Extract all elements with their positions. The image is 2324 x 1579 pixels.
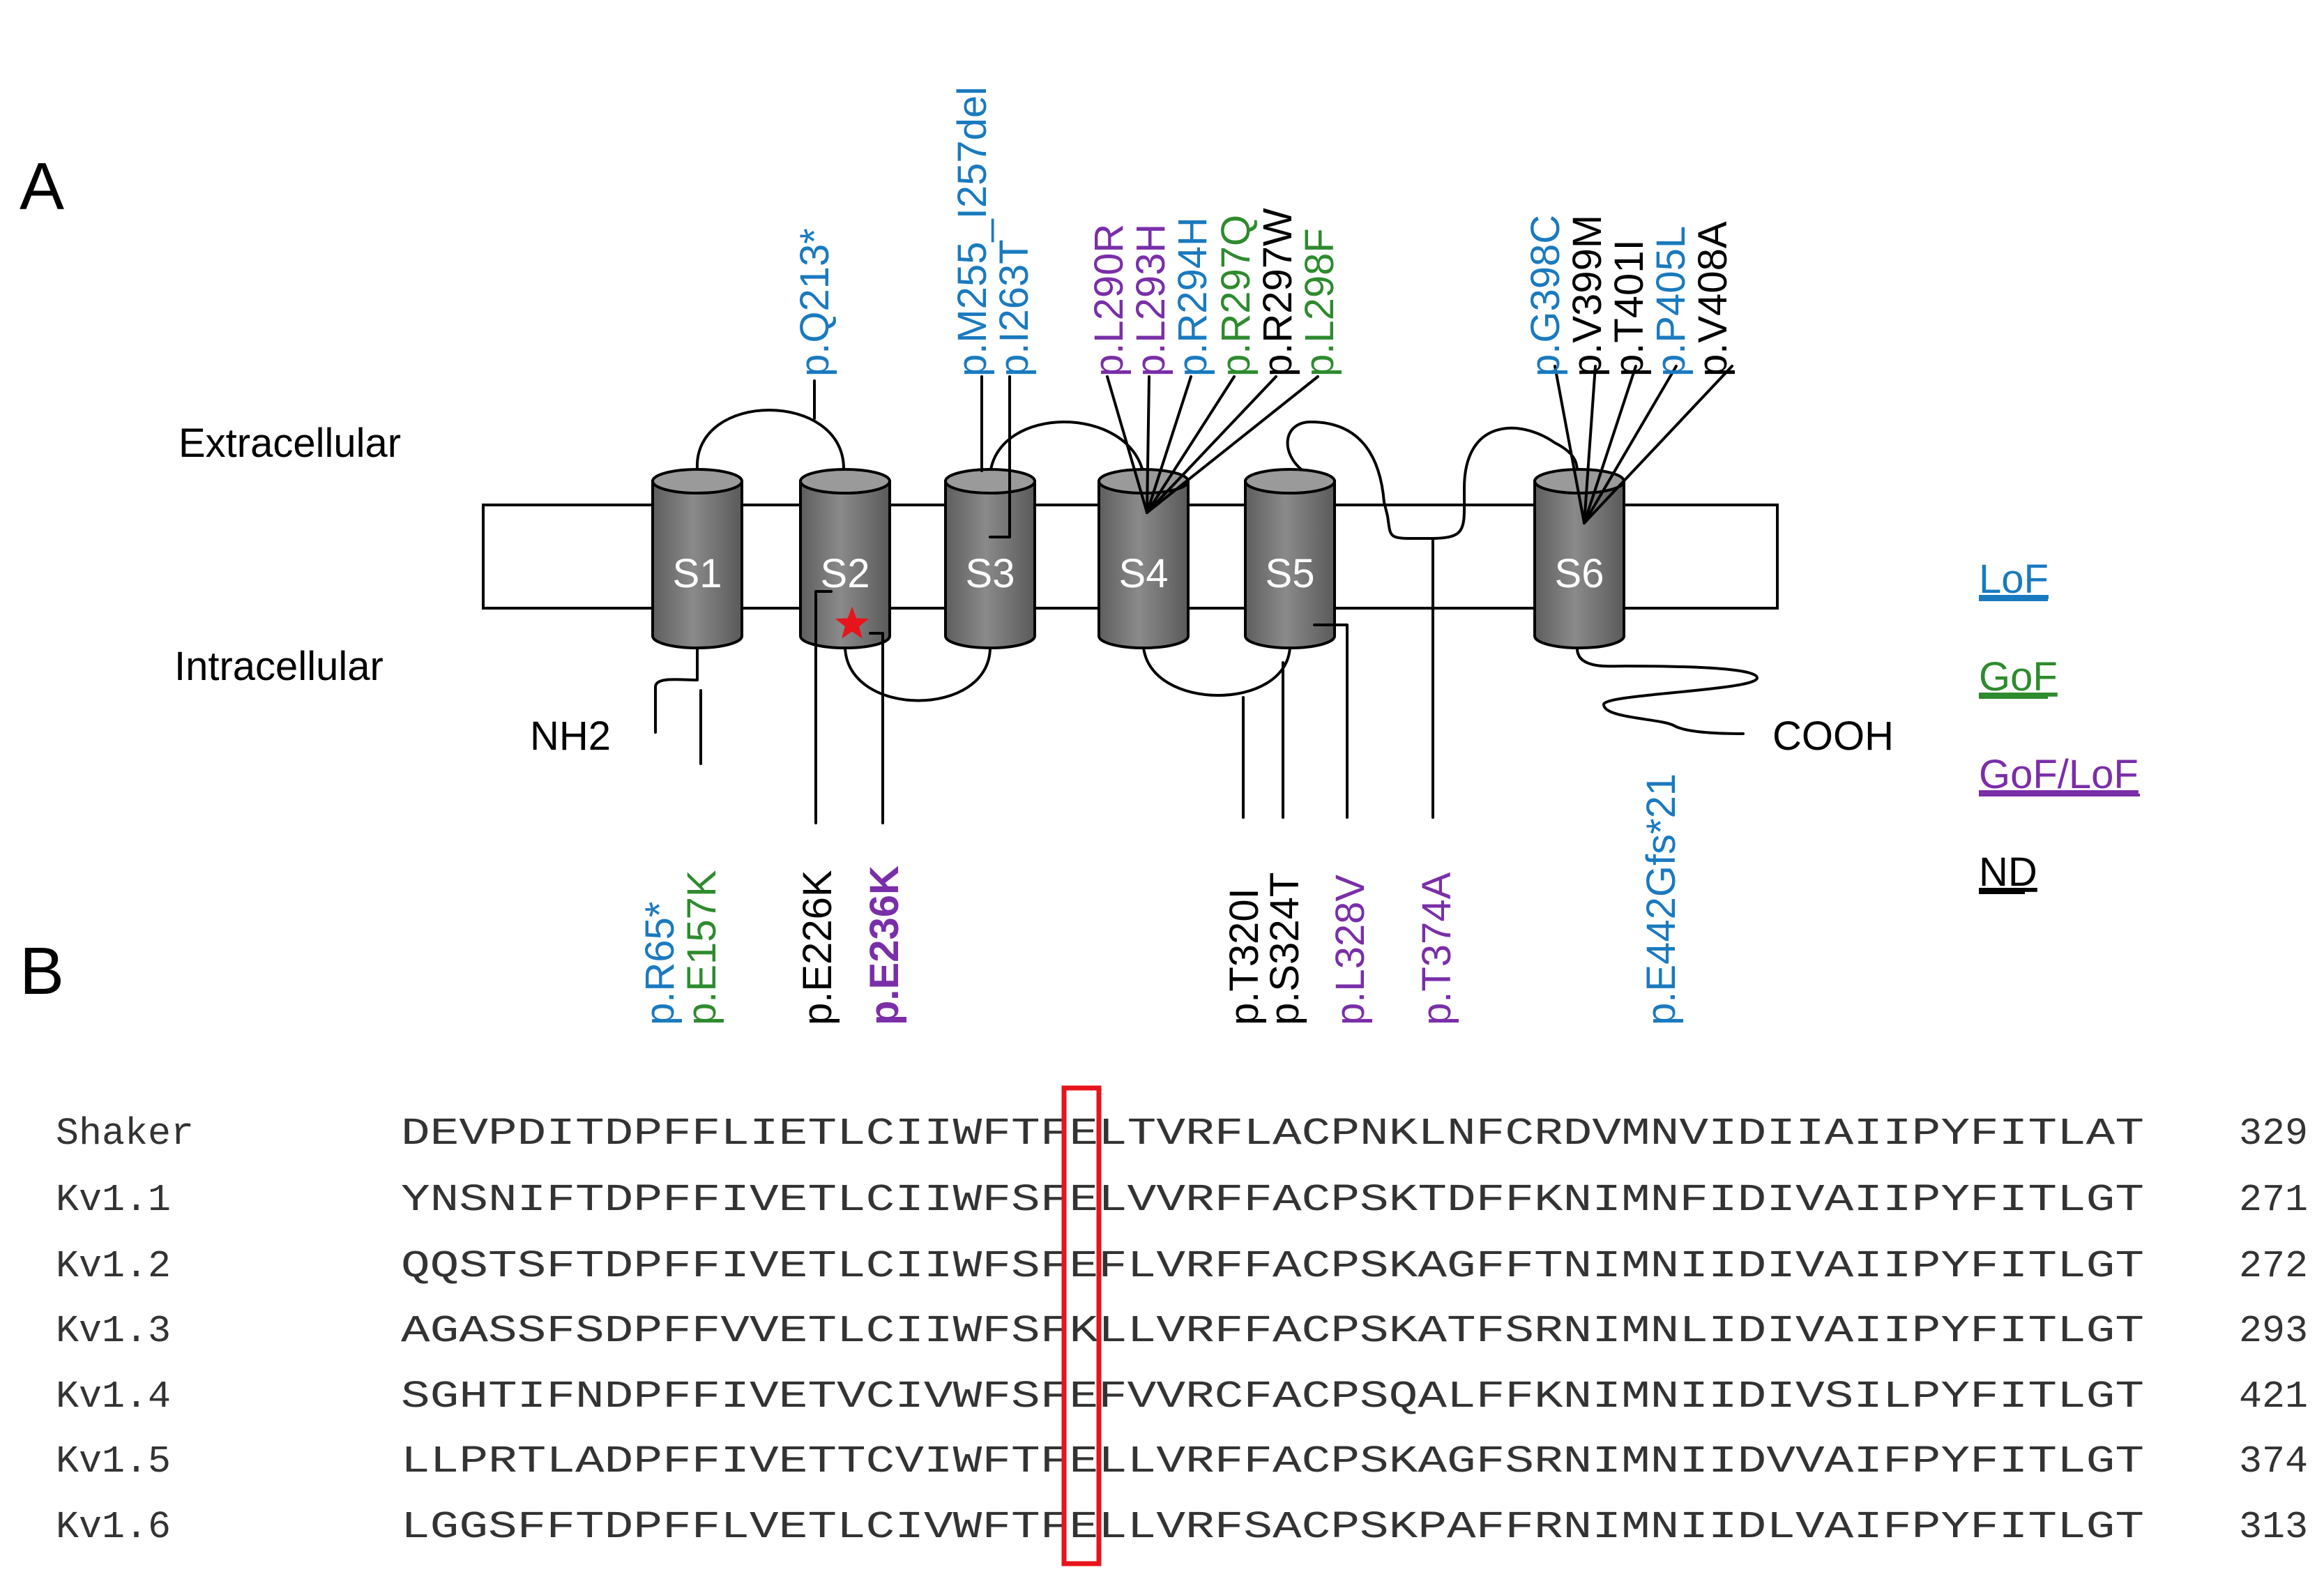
- sequence-name: Kv1.5: [56, 1440, 171, 1483]
- mutation-label: p.M255_I257del: [950, 86, 995, 377]
- nh2-label: NH2: [530, 713, 611, 759]
- sequence-position: 271: [2239, 1178, 2308, 1222]
- panel-a-label: A: [20, 149, 64, 224]
- connector-l328v: [1313, 624, 1349, 819]
- sequence-position: 313: [2239, 1505, 2308, 1549]
- mutation-label: p.E157K: [679, 870, 724, 1025]
- mutation-label: p.I263T: [992, 239, 1037, 377]
- legend-item-lof: LoF: [1979, 557, 2049, 602]
- sequence-name: Kv1.2: [56, 1244, 171, 1288]
- s2-s3-loop: [844, 646, 992, 702]
- mutation-label: p.R65*: [637, 902, 683, 1025]
- channel-topology-lines: [654, 409, 1759, 735]
- transmembrane-segments: S1 S2 S3 S4 S5 S6: [651, 468, 1625, 649]
- sequence-position: 272: [2239, 1244, 2308, 1288]
- sequence-alignment: Shaker DEVPDITDPFFLIETLCIIWFTFELTVRFLACPN…: [56, 1112, 2308, 1549]
- segment-label-s5: S5: [1266, 551, 1315, 596]
- segment-s5: S5: [1244, 468, 1336, 649]
- mutation-label: p.Q213*: [792, 228, 837, 377]
- bottom-mutation-labels: p.R65*p.E157K p.E226K p.E236K p.T320Ip.S324…: [637, 773, 1684, 1025]
- sequence-name: Kv1.1: [56, 1178, 171, 1222]
- segment-label-s2: S2: [821, 551, 870, 596]
- sequence-residues: AGASSFSDPFFVVETLCIIWFSFKLLVRFFACPSKATFSR…: [401, 1309, 2144, 1353]
- alignment-row: Kv1.2 QQSTSFTDPFFIVETLCIIWFSFEFLVRFFACPSK…: [56, 1244, 2308, 1288]
- legend-item-nd: ND: [1979, 849, 2037, 895]
- mutation-label: p.L298F: [1297, 228, 1342, 377]
- mutation-label: p.S324T: [1262, 872, 1307, 1025]
- segment-label-s4: S4: [1119, 551, 1169, 596]
- sequence-name: Kv1.3: [56, 1309, 171, 1353]
- alignment-row: Kv1.5 LLPRTLADPFFIVETTCVIWFTFELLVRFFACPSK…: [56, 1440, 2308, 1483]
- segment-label-s1: S1: [673, 551, 722, 596]
- mutation-label: p.V399M: [1565, 215, 1610, 377]
- red-star-icon: [835, 606, 869, 639]
- mutation-label: p.P405L: [1648, 226, 1694, 377]
- mutation-label: p.E442Gfs*21: [1639, 773, 1684, 1025]
- s3-s4-loop: [989, 421, 1145, 476]
- alignment-row: Kv1.4 SGHTIFNDPFFIVETVCIVWFSFEFVVRCFACPSQ…: [56, 1375, 2308, 1419]
- segment-label-s3: S3: [966, 551, 1015, 596]
- sequence-residues: DEVPDITDPFFLIETLCIIWFTFELTVRFLACPNKLNFCR…: [401, 1112, 2144, 1156]
- mutation-label: p.E226K: [795, 870, 840, 1025]
- alignment-row: Shaker DEVPDITDPFFLIETLCIIWFTFELTVRFLACPN…: [56, 1112, 2308, 1156]
- sequence-residues: YNSNIFTDPFFIVETLCIIWFSFELVVRFFACPSKTDFFK…: [401, 1178, 2144, 1222]
- n-terminus: [654, 647, 699, 734]
- segment-s4: S4: [1098, 468, 1190, 649]
- c-terminus: [1576, 647, 1759, 735]
- mutation-connector-lines: [699, 365, 1733, 824]
- sequence-name: Kv1.4: [56, 1375, 171, 1419]
- s4-s5-loop: [1142, 646, 1291, 697]
- mutation-label: p.L290R: [1086, 224, 1132, 377]
- connector-e236k: [869, 632, 884, 824]
- mutation-label: p.T401I: [1607, 239, 1652, 377]
- legend-item-gof: GoF: [1979, 654, 2058, 700]
- mutation-label: p.L328V: [1328, 875, 1373, 1025]
- mutation-label: p.T374A: [1414, 872, 1459, 1025]
- sequence-residues: LLPRTLADPFFIVETTCVIWFTFELLVRFFACPSKAGFSR…: [401, 1440, 2144, 1483]
- sequence-position: 293: [2239, 1309, 2308, 1353]
- cooh-label: COOH: [1772, 713, 1894, 759]
- sequence-residues: LGGSFFTDPFFLVETLCIVWFTFELLVRFSACPSKPAFFR…: [401, 1505, 2144, 1549]
- segment-label-s6: S6: [1555, 551, 1604, 596]
- connector-i263t: [989, 375, 1011, 538]
- sequence-position: 421: [2239, 1375, 2308, 1419]
- alignment-row: Kv1.6 LGGSFFTDPFFLVETLCIVWFTFELLVRFSACPSK…: [56, 1505, 2308, 1549]
- sequence-position: 374: [2239, 1440, 2308, 1483]
- sequence-residues: QQSTSFTDPFFIVETLCIIWFSFEFLVRFFACPSKAGFFT…: [401, 1244, 2144, 1288]
- segment-s1: S1: [651, 468, 743, 649]
- mutation-label: p.L293H: [1128, 224, 1174, 377]
- connector-e226k: [814, 590, 833, 824]
- intracellular-label: Intracellular: [174, 644, 383, 689]
- mutation-label: p.G398C: [1523, 215, 1568, 377]
- mutation-label: p.R294H: [1170, 217, 1215, 377]
- s5-s6-pore-loop: [1286, 421, 1579, 541]
- sequence-name: Kv1.6: [56, 1505, 171, 1549]
- connectors-s6-fan: [1554, 365, 1733, 524]
- sequence-name: Shaker: [56, 1112, 194, 1156]
- mutation-label: p.V408A: [1690, 221, 1736, 377]
- highlight-box: [1061, 1085, 1102, 1566]
- s1-s2-loop: [695, 409, 845, 470]
- legend-item-gof-lof: GoF/LoF: [1979, 752, 2139, 797]
- panel-b-label: B: [20, 934, 64, 1008]
- sequence-position: 329: [2239, 1112, 2308, 1156]
- mutation-label: p.E236K: [862, 866, 907, 1025]
- connectors-s4-fan: [1106, 375, 1319, 514]
- mutation-label: p.R297W: [1255, 208, 1300, 377]
- legend: LoF GoF GoF/LoF ND: [1979, 557, 2140, 895]
- mutation-label: p.R297Q: [1213, 215, 1259, 377]
- alignment-row: Kv1.3 AGASSFSDPFFVVETLCIIWFSFKLLVRFFACPSK…: [56, 1309, 2308, 1353]
- alignment-row: Kv1.1 YNSNIFTDPFFIVETLCIIWFSFELVVRFFACPSK…: [56, 1178, 2308, 1222]
- segment-s2: S2: [799, 468, 891, 649]
- extracellular-label: Extracellular: [179, 421, 401, 466]
- segment-s3: S3: [944, 468, 1036, 649]
- sequence-residues: SGHTIFNDPFFIVETVCIVWFSFEFVVRCFACPSQALFFK…: [401, 1375, 2144, 1419]
- mutation-label: p.T320I: [1222, 888, 1267, 1025]
